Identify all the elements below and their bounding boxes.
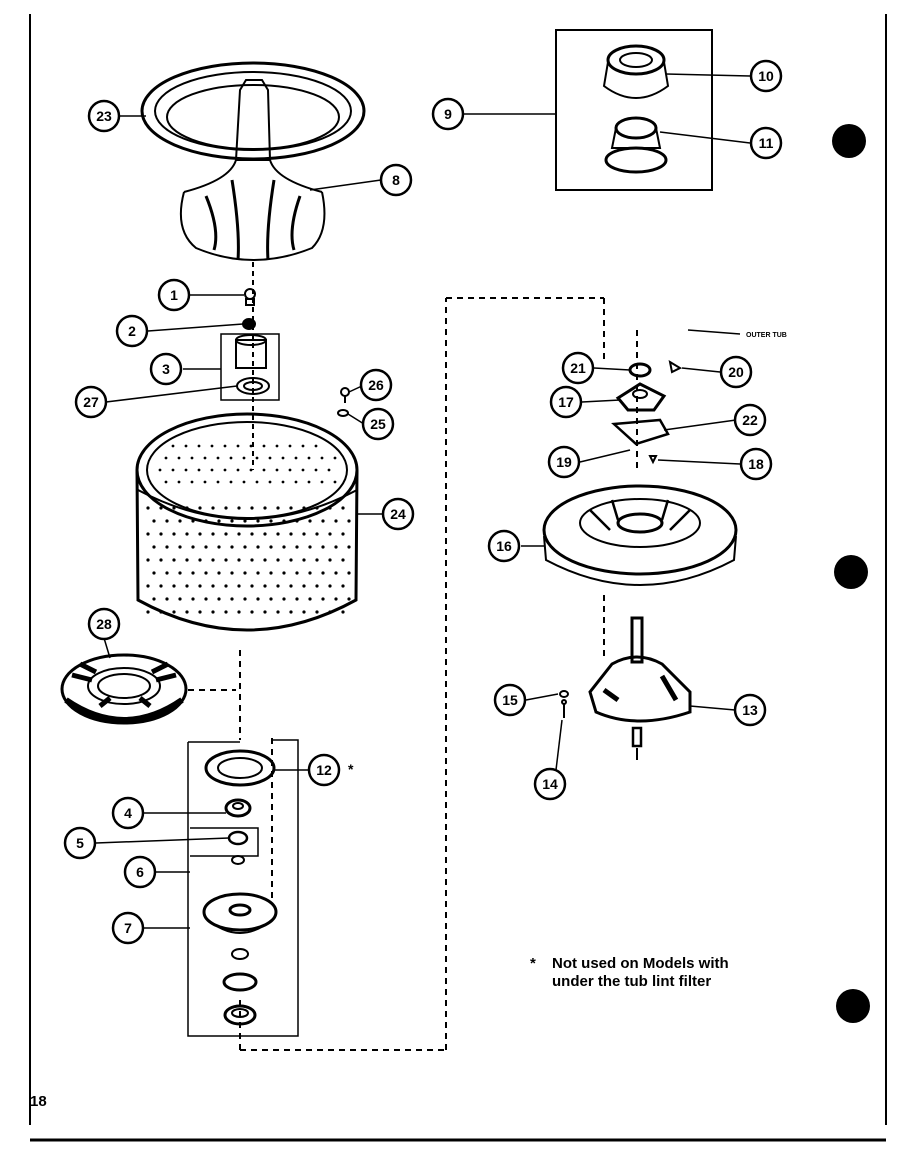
callout-7: 7 — [111, 911, 145, 945]
callout-number: 16 — [496, 538, 512, 554]
callout-18: 18 — [739, 447, 773, 481]
callout-16: 16 — [487, 529, 521, 563]
part-24-spin-basket — [135, 412, 359, 632]
callout-17: 17 — [549, 385, 583, 419]
callout-20: 20 — [719, 355, 753, 389]
basket-perforations — [146, 444, 351, 614]
callout-1: 1 — [157, 278, 191, 312]
callout-number: 5 — [76, 835, 84, 851]
callout-4: 4 — [111, 796, 145, 830]
callout-number: 4 — [124, 805, 132, 821]
callout-21: 21 — [561, 351, 595, 385]
callout-number: 8 — [392, 172, 400, 188]
footnote: Not used on Models with under the tub li… — [552, 955, 729, 991]
callout-number: 1 — [170, 287, 178, 303]
lower-stack-bracket — [187, 739, 299, 1037]
part-21-nut — [628, 362, 652, 378]
callout-6: 6 — [123, 855, 157, 889]
leader-lines — [95, 73, 751, 929]
page-frame — [29, 14, 887, 1142]
callout-number: 12 — [316, 762, 332, 778]
part-25-26-fasteners — [337, 387, 350, 417]
part-20-screw — [668, 359, 683, 374]
callout-number: 28 — [96, 616, 112, 632]
callout-number: 13 — [742, 702, 758, 718]
callout-27: 27 — [74, 385, 108, 419]
part-5-seal — [227, 830, 249, 846]
callout-11: 11 — [749, 126, 783, 160]
footnote-line-1: Not used on Models with — [552, 955, 729, 972]
part-6-washer — [231, 855, 245, 865]
callout-3: 3 — [149, 352, 183, 386]
punch-hole-top — [832, 124, 866, 158]
callout-number: 22 — [742, 412, 758, 428]
part-9-box — [555, 29, 713, 191]
callout-number: 23 — [96, 108, 112, 124]
part-17-bracket — [615, 382, 667, 412]
callout-25: 25 — [361, 407, 395, 441]
callout-14: 14 — [533, 767, 567, 801]
part-3-27-group — [220, 333, 280, 401]
callout-23: 23 — [87, 99, 121, 133]
part-11-hub — [604, 116, 668, 174]
callout-number: 26 — [368, 377, 384, 393]
part-2-washer — [242, 318, 256, 330]
asterisk-mark-12: * — [348, 761, 354, 777]
callout-8: 8 — [379, 163, 413, 197]
callout-number: 19 — [556, 454, 572, 470]
part-10-cap — [602, 44, 670, 99]
callout-number: 27 — [83, 394, 99, 410]
callout-number: 20 — [728, 364, 744, 380]
callout-number: 3 — [162, 361, 170, 377]
part-28-lint-filter — [60, 653, 188, 725]
callout-28: 28 — [87, 607, 121, 641]
part-16-base — [542, 484, 738, 586]
part-4-bearing — [224, 798, 252, 818]
part-22-plate — [611, 418, 670, 446]
callout-number: 10 — [758, 68, 774, 84]
callout-number: 2 — [128, 323, 136, 339]
part-7-hub-assembly — [202, 892, 278, 1026]
assembly-guide-lines — [188, 297, 638, 1051]
callout-number: 14 — [542, 776, 558, 792]
note-asterisk: * — [530, 955, 536, 972]
callout-12: 12 — [307, 753, 341, 787]
part-23-agitator-ring — [140, 61, 366, 161]
punch-hole-bottom — [836, 989, 870, 1023]
callout-9: 9 — [431, 97, 465, 131]
part-13-gearcase — [588, 616, 692, 760]
callout-22: 22 — [733, 403, 767, 437]
part-12-gasket — [204, 749, 276, 787]
callout-number: 7 — [124, 920, 132, 936]
footnote-line-2: under the tub lint filter — [552, 973, 712, 990]
callout-13: 13 — [733, 693, 767, 727]
callout-15: 15 — [493, 683, 527, 717]
callout-5: 5 — [63, 826, 97, 860]
punch-hole-middle — [834, 555, 868, 589]
callout-number: 18 — [748, 456, 764, 472]
callout-number: 6 — [136, 864, 144, 880]
callout-number: 21 — [570, 360, 586, 376]
callout-24: 24 — [381, 497, 415, 531]
callout-2: 2 — [115, 314, 149, 348]
part-18-clip — [648, 455, 658, 465]
outer-tub-label: OUTER TUB — [746, 332, 787, 339]
callout-number: 11 — [759, 135, 774, 151]
part-8-agitator — [179, 79, 326, 261]
callout-10: 10 — [749, 59, 783, 93]
part-1-bolt — [244, 288, 256, 306]
part-14-15-fasteners — [559, 690, 569, 718]
callout-number: 9 — [444, 106, 452, 122]
callout-26: 26 — [359, 368, 393, 402]
callout-number: 15 — [502, 692, 518, 708]
callout-19: 19 — [547, 445, 581, 479]
callout-number: 24 — [390, 506, 406, 522]
callout-number: 25 — [370, 416, 386, 432]
page-number: 18 — [30, 1093, 47, 1110]
callout-number: 17 — [558, 394, 574, 410]
